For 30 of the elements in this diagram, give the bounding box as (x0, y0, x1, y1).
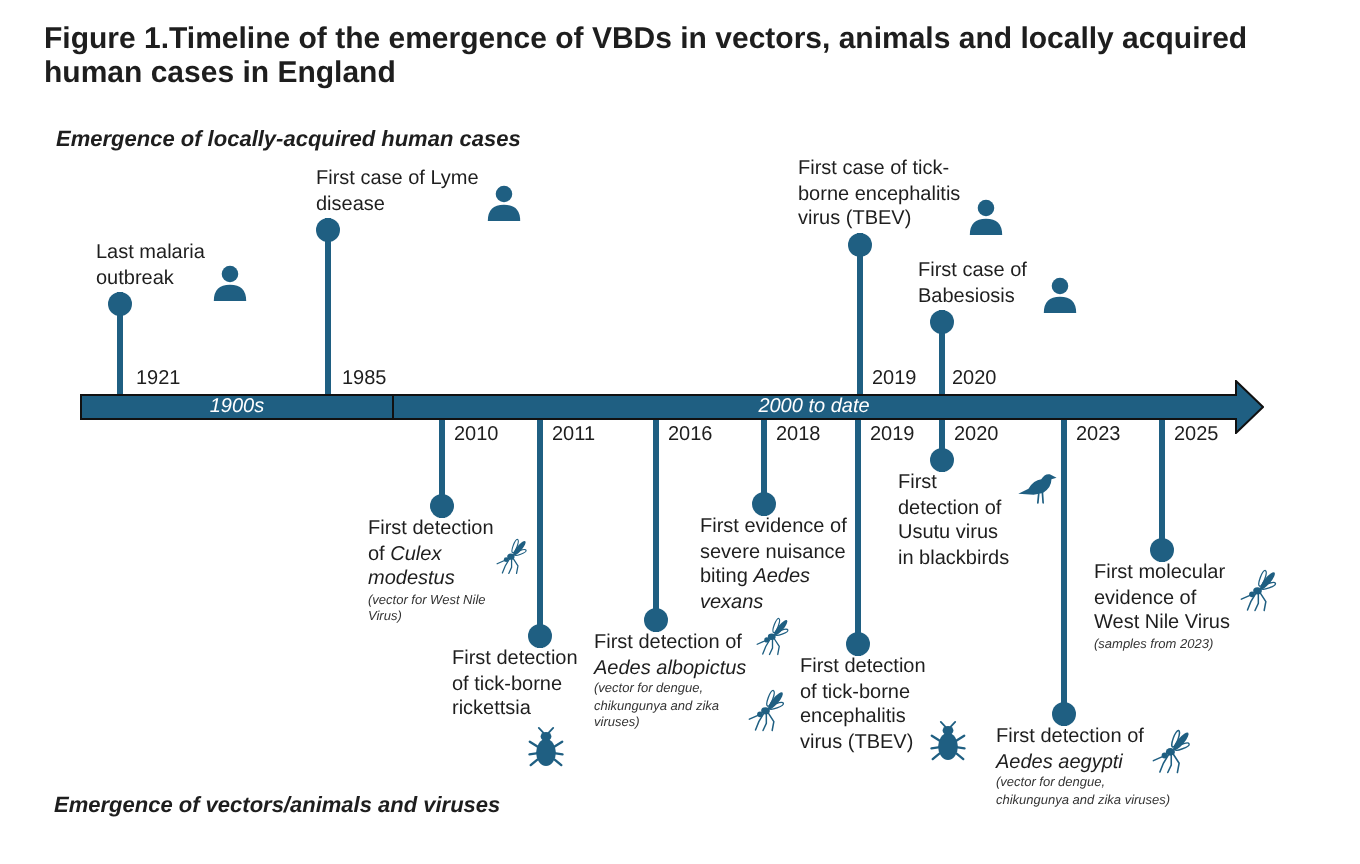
event-text: First detection of Culex modestus (368, 518, 496, 593)
stem-line (848, 233, 872, 394)
section-heading: Emergence of vectors/animals and viruses (54, 794, 501, 820)
stem-line (846, 420, 870, 656)
section-heading: Emergence of locally-acquired human cases (56, 128, 521, 154)
stem-line (930, 420, 954, 472)
event-text: First detection of tick-borne rickettsia (452, 648, 580, 723)
event-text: First detection of tick-borne encephalitis virus (TBEV) (800, 656, 928, 756)
timeline-bar: 1900s (80, 394, 394, 420)
event-text: First detection of Aedes aegypti (996, 726, 1146, 776)
event-text: First case of tick-borne encephalitis virus (TBEV) (798, 158, 963, 233)
stem-line (1150, 420, 1174, 562)
stem-line (316, 218, 340, 394)
stem-line (752, 420, 776, 516)
stem-line (108, 292, 132, 394)
event-text: First detection of Aedes albopictus (594, 632, 749, 682)
event-text: First case of Lyme disease (316, 168, 481, 218)
stem-line (930, 310, 954, 394)
event-text: First evidence of severe nuisance biting Aedes vexans (700, 516, 849, 616)
event-text: First detection of Usutu virus in blackbirds (898, 472, 1012, 572)
stem-line (644, 420, 668, 632)
event-text: First case of Babesiosis (918, 260, 1029, 310)
stem-line (1052, 420, 1076, 726)
event-text: Last malaria outbreak (96, 242, 207, 292)
year-label: 1921 (136, 368, 181, 392)
event-text: First molecular evidence of West Nile Virus (1094, 562, 1232, 637)
stem-line (528, 420, 552, 648)
stem-line (430, 420, 454, 518)
year-label: 1985 (342, 368, 387, 392)
figure-title: Figure 1.Timeline of the emergence of VBDs in vectors, animals and locally acquired human cases in England (44, 22, 1250, 90)
